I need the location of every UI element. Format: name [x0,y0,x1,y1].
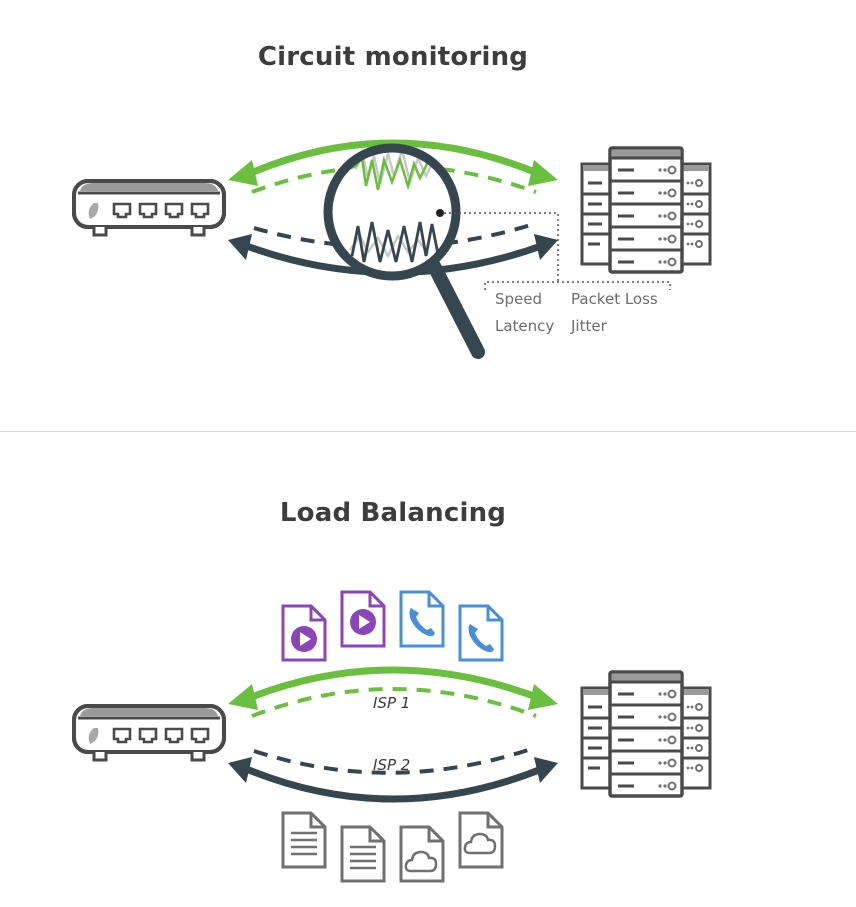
dark-arrow-left-icon [228,234,252,260]
circuit-monitoring-title: Circuit monitoring [257,42,529,72]
isp1-link-arc [242,666,546,704]
router-icon [72,704,226,762]
green-link-arc [242,139,546,180]
metric-latency: Latency [495,317,554,335]
isp1-label: ISP 1 [373,694,410,712]
dark-arrow-right-icon [534,234,558,260]
green-arrow-right-icon [528,160,558,186]
video-file-icon [281,604,327,662]
isp2-link-arc [242,764,546,803]
server-rack-icon [580,146,712,274]
video-file-icon [340,590,386,648]
metrics-bracket [484,281,671,290]
green-arrow-left-icon [228,160,258,186]
cloud-file-icon [399,825,445,883]
metrics-connector [444,212,559,282]
phone-file-icon [399,590,445,648]
isp1-arrow-right-icon [528,684,558,710]
cloud-file-icon [458,811,504,869]
server-rack-icon [580,670,712,798]
text-file-icon [281,811,327,869]
isp2-label: ISP 2 [373,756,410,774]
metric-packet-loss: Packet Loss [571,290,658,308]
load-balancing-title: Load Balancing [279,498,507,528]
isp2-arrow-right-icon [534,757,558,783]
section-divider [0,431,856,432]
metric-speed: Speed [495,290,542,308]
metric-jitter: Jitter [570,317,608,335]
isp1-arrow-left-icon [228,684,258,710]
magnifier-icon [323,143,485,359]
isp2-dashed-link [253,746,535,775]
dark-dashed-link [253,222,535,250]
router-icon [72,179,226,237]
phone-file-icon [458,604,504,662]
isp1-dashed-link [251,687,537,718]
text-file-icon [340,825,386,883]
isp2-arrow-left-icon [228,757,252,783]
